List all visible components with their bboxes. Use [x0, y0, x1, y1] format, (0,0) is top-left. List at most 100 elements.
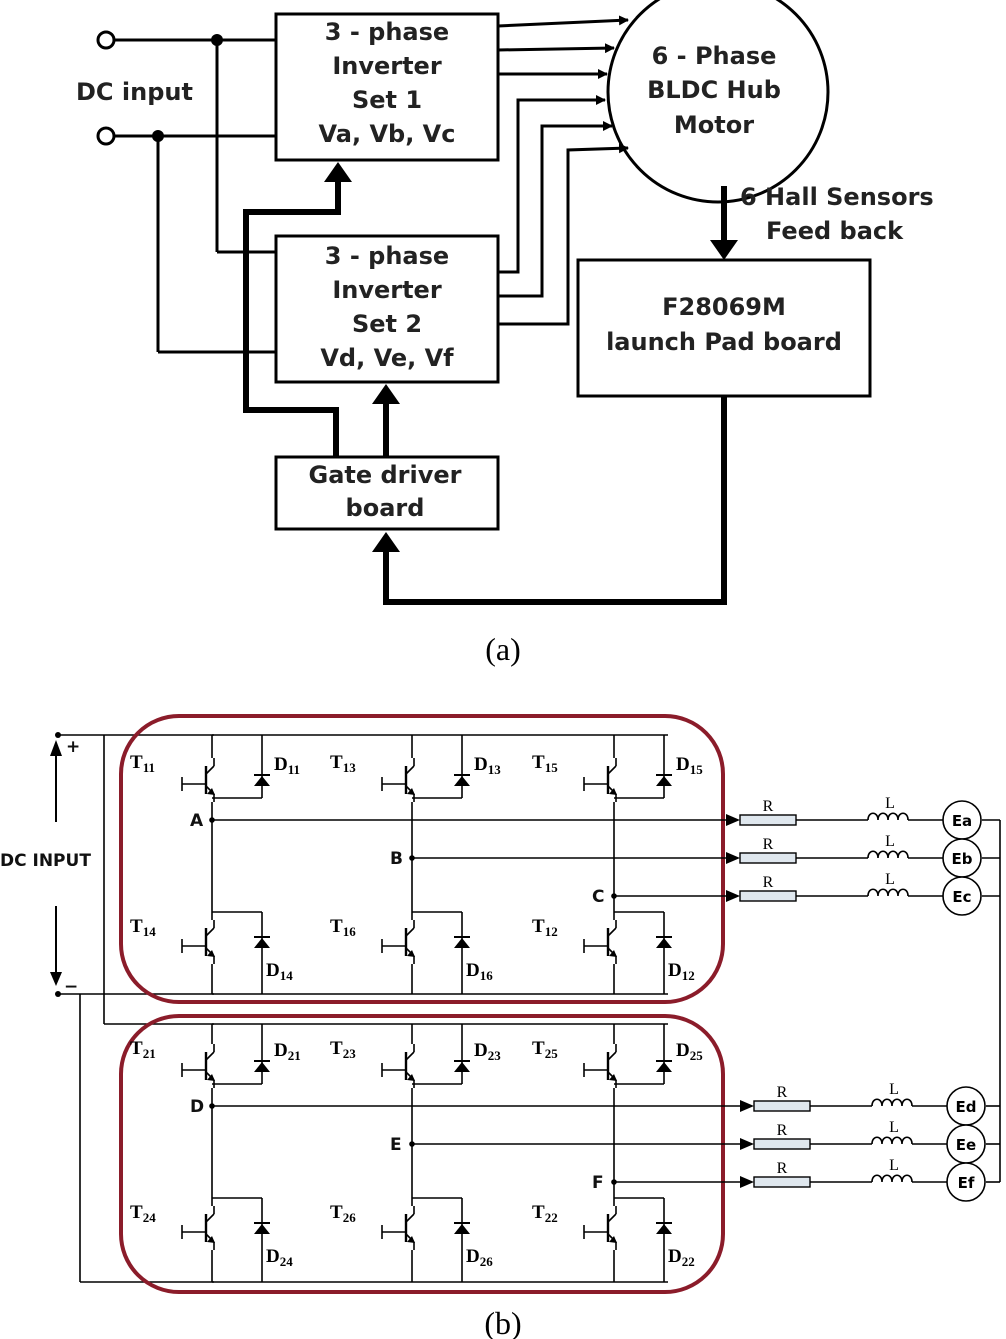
controller-line-2: launch Pad board [606, 328, 842, 356]
inductor-label: L [889, 1119, 899, 1136]
diode-triangle [454, 776, 470, 786]
transistor-collector-lead [607, 765, 617, 775]
diode-triangle [656, 938, 672, 948]
diode-triangle [656, 1062, 672, 1072]
resistor [753, 1138, 811, 1150]
inverter-set-1-line-4: Va, Vb, Vc [319, 120, 456, 148]
inverter-set-2-line-4: Vd, Ve, Vf [320, 344, 454, 372]
diode-triangle [254, 776, 270, 786]
resistor [739, 814, 797, 826]
diode-triangle [656, 776, 672, 786]
inverter-set-1-line-1: 3 - phase [325, 18, 449, 46]
transistor-emitter-arrow [207, 1236, 215, 1243]
diode-label: D22 [668, 1246, 695, 1269]
phase-ee: R L Ee [753, 1119, 986, 1164]
inductor-label: L [885, 795, 895, 812]
transistor-emitter-arrow [609, 788, 617, 795]
hall-label-line-1: 6 Hall Sensors [740, 183, 934, 211]
diode-label: D23 [474, 1040, 501, 1063]
inverter-set-2-line-3: Set 2 [352, 310, 422, 338]
diode-label: D12 [668, 960, 695, 983]
transistor-emitter-arrow [407, 788, 415, 795]
inductor [867, 812, 909, 821]
node-label-d: D [190, 1097, 204, 1117]
diode-label: D21 [274, 1040, 301, 1063]
phase-arrowhead [726, 890, 740, 902]
transistor-collector-lead [205, 1213, 215, 1223]
hall-feedback-arrowhead [710, 240, 738, 260]
controller-to-driver-arrowhead [372, 532, 400, 552]
dc-input-arrowhead-down [50, 972, 62, 986]
back-emf-label: Ef [958, 1174, 975, 1192]
resistor [739, 852, 797, 864]
node-label-f: F [592, 1173, 604, 1193]
inverter-set-1-line-2: Inverter [332, 52, 442, 80]
transistor-collector-lead [405, 765, 415, 775]
inductor-label: L [885, 871, 895, 888]
transistor-collector-lead [607, 927, 617, 937]
resistor-label: R [777, 1122, 788, 1139]
junction-dot [211, 34, 223, 46]
controller-box [576, 258, 872, 398]
transistor-emitter-arrow [609, 1074, 617, 1081]
inductor [871, 1174, 913, 1183]
motor-line-2: BLDC Hub [647, 76, 781, 104]
transistor-label: T14 [130, 916, 156, 939]
dc-minus-terminal [55, 991, 61, 997]
transistor-emitter-arrow [609, 1236, 617, 1243]
inverter-set-1-box [274, 12, 500, 162]
dc-input-label-b: DC INPUT [0, 851, 91, 871]
phase-ea: R L Ea [739, 795, 982, 840]
inductor [867, 888, 909, 897]
back-emf-label: Ee [956, 1136, 976, 1154]
controller-line-1: F28069M [662, 293, 786, 321]
node-label-c: C [592, 887, 604, 907]
inverter-set-2-box [274, 234, 500, 384]
phase-lines-set-1 [497, 15, 629, 79]
transistor-emitter-arrow [609, 950, 617, 957]
resistor-label: R [777, 1160, 788, 1177]
inductor-label: L [889, 1081, 899, 1098]
resistor-label: R [763, 798, 774, 815]
resistor-label: R [763, 836, 774, 853]
dc-minus-sign: − [64, 977, 78, 997]
hall-label-line-2: Feed back [766, 217, 904, 245]
back-emf-label: Ed [956, 1098, 977, 1116]
back-emf-label: Ea [952, 812, 972, 830]
transistor-label: T23 [330, 1038, 356, 1061]
inverter-1-highlight [119, 714, 725, 1004]
diode-label: D13 [474, 754, 501, 777]
node-label-a: A [190, 811, 204, 831]
node-label-b: B [390, 849, 403, 869]
diode-label: D25 [676, 1040, 703, 1063]
back-emf-label: Eb [952, 850, 973, 868]
dc-terminal-positive [96, 30, 116, 50]
transistor-emitter-arrow [407, 1236, 415, 1243]
resistor [739, 890, 797, 902]
diode-triangle [656, 1224, 672, 1234]
dc-plus-terminal [55, 732, 61, 738]
transistor-label: T26 [330, 1202, 356, 1225]
inductor [867, 850, 909, 859]
diode-label: D14 [266, 960, 293, 983]
resistor [753, 1176, 811, 1188]
diode-triangle [254, 938, 270, 948]
inverter-set-1-line-3: Set 1 [352, 86, 422, 114]
inverter-set-2-line-2: Inverter [332, 276, 442, 304]
dc-bus-wires [114, 38, 276, 354]
transistor-collector-lead [607, 1051, 617, 1061]
transistor-label: T25 [532, 1038, 558, 1061]
gate-driver-line-2: board [346, 494, 425, 522]
transistor-emitter-arrow [207, 788, 215, 795]
dc-terminal-negative [96, 126, 116, 146]
dc-input-label: DC input [76, 78, 193, 106]
transistor-label: T15 [532, 752, 558, 775]
node-label-e: E [390, 1135, 402, 1155]
